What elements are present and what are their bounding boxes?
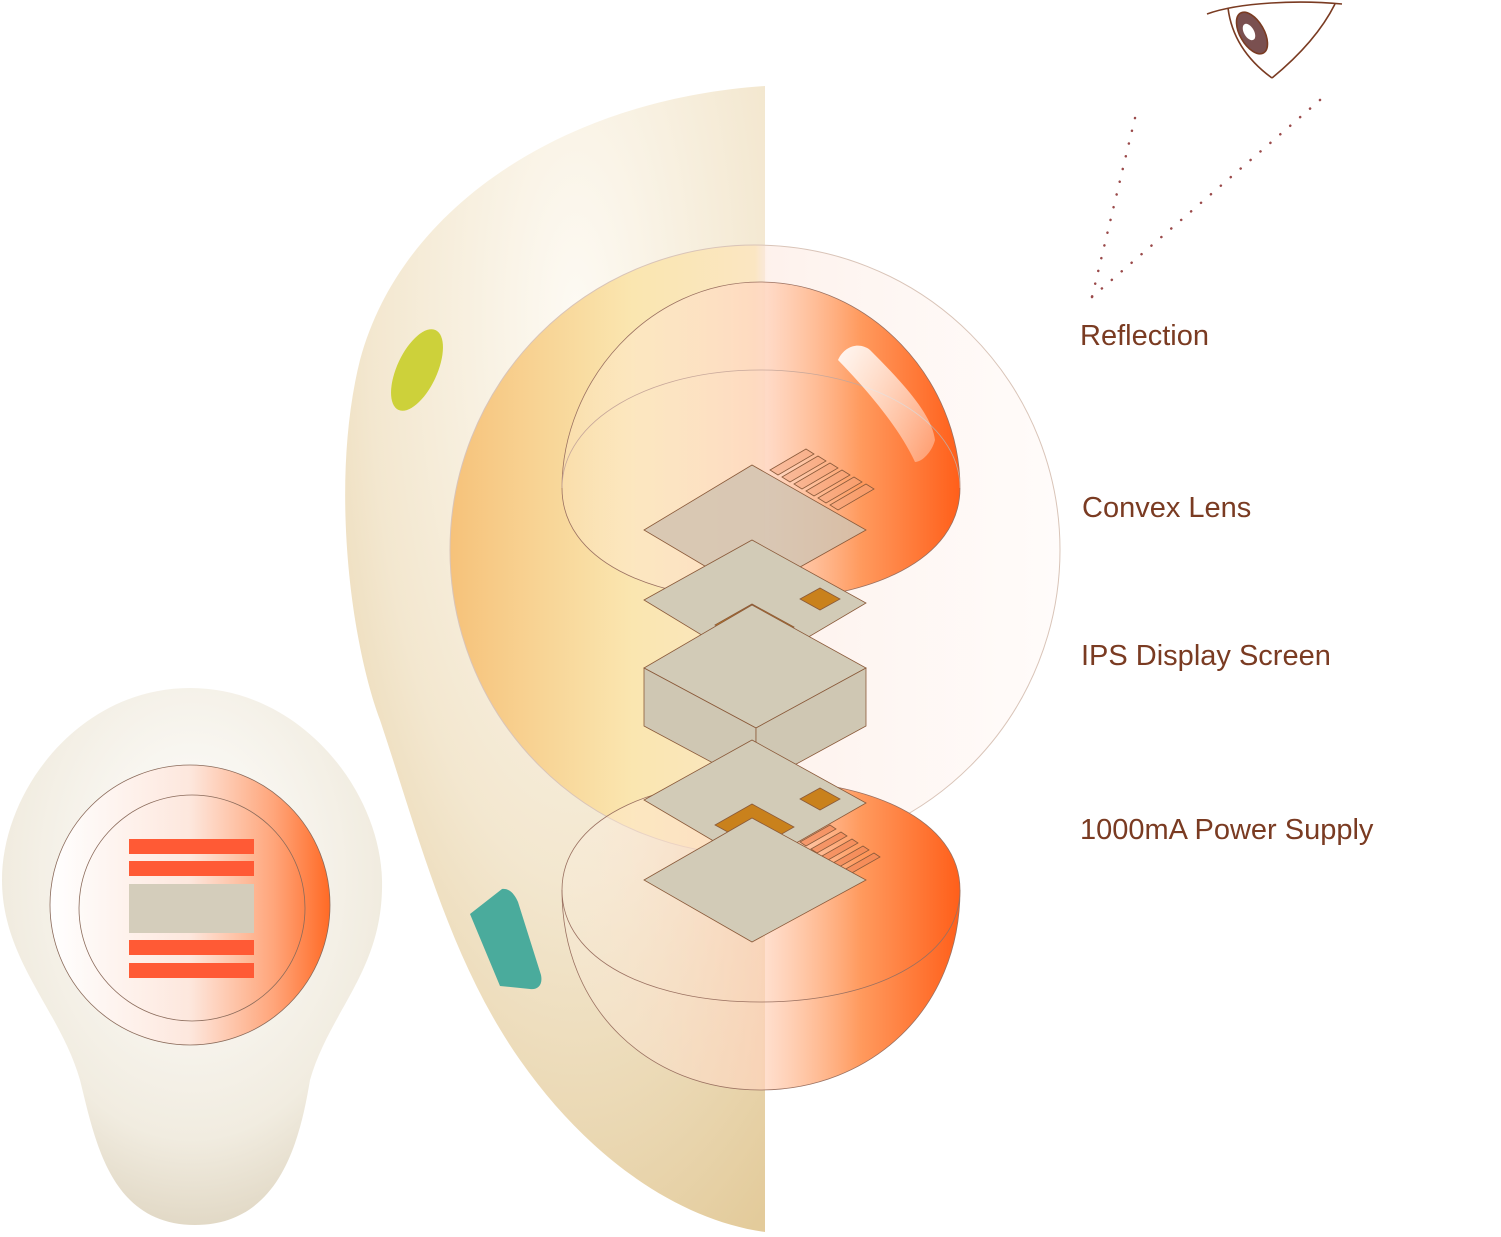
power-small-chip bbox=[799, 787, 841, 811]
dome-highlight bbox=[838, 345, 935, 462]
bottom-plate bbox=[643, 817, 867, 943]
eye-icon bbox=[1206, 1, 1343, 79]
label-convex-lens: Convex Lens bbox=[1082, 492, 1252, 524]
component-stack bbox=[643, 448, 881, 943]
earbud-inner-ring bbox=[78, 794, 306, 1022]
lime-marker bbox=[391, 329, 443, 411]
stripe bbox=[129, 839, 254, 854]
teal-marker bbox=[470, 888, 542, 990]
stripe bbox=[129, 963, 254, 978]
top-connector bbox=[769, 448, 875, 511]
label-power-supply: 1000mA Power Supply bbox=[1080, 814, 1374, 846]
earbud-front-view bbox=[2, 688, 383, 1225]
stripe bbox=[129, 861, 254, 876]
stripe bbox=[129, 940, 254, 955]
lower-dome-rim bbox=[561, 889, 961, 1003]
dotted-sight-line bbox=[1090, 98, 1322, 299]
speaker-grille bbox=[129, 884, 254, 933]
label-reflection: Reflection bbox=[1080, 320, 1209, 352]
power-connector bbox=[799, 824, 881, 875]
display-small-chip bbox=[799, 587, 841, 611]
upper-dome-rim bbox=[561, 369, 961, 489]
label-ips-display-screen: IPS Display Screen bbox=[1081, 640, 1331, 672]
